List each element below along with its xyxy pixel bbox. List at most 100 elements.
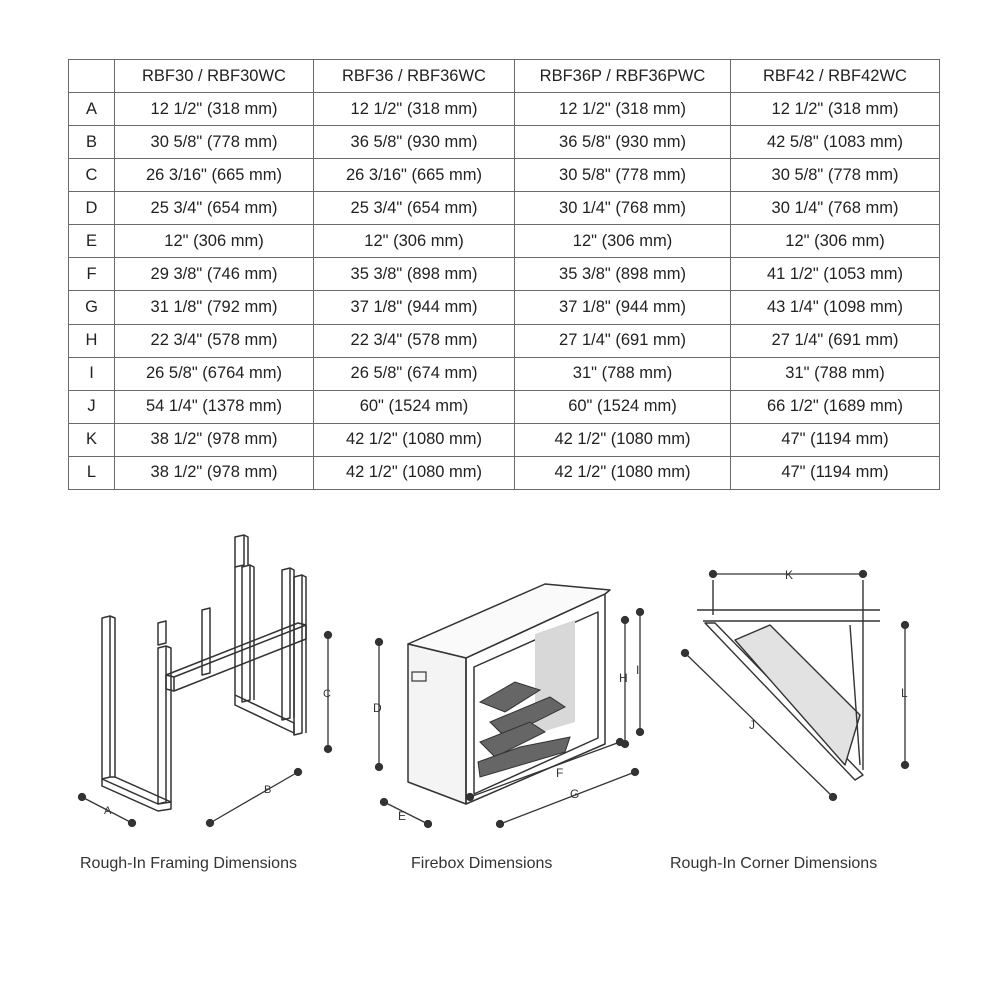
framing-caption: Rough-In Framing Dimensions bbox=[80, 855, 297, 872]
table-cell: 42 1/2" (1080 mm) bbox=[514, 422, 731, 457]
label-f: F bbox=[556, 766, 563, 780]
dimensions-table: RBF30 / RBF30WC RBF36 / RBF36WC RBF36P /… bbox=[68, 59, 940, 491]
table-cell: 12 1/2" (318 mm) bbox=[514, 91, 731, 127]
table-cell: 42 1/2" (1080 mm) bbox=[514, 455, 731, 491]
row-key: A bbox=[68, 91, 115, 127]
table-cell: 12" (306 mm) bbox=[730, 224, 940, 259]
table-cell: 26 3/16" (665 mm) bbox=[313, 158, 515, 193]
table-cell: 31" (788 mm) bbox=[514, 356, 731, 391]
corner-diagram: K L J bbox=[675, 565, 920, 810]
table-cell: 31 1/8" (792 mm) bbox=[114, 290, 314, 325]
label-j: J bbox=[749, 718, 755, 732]
table-cell: 12 1/2" (318 mm) bbox=[313, 91, 515, 127]
row-key: I bbox=[68, 356, 115, 391]
table-cell: 30 5/8" (778 mm) bbox=[514, 158, 731, 193]
table-cell: 26 5/8" (674 mm) bbox=[313, 356, 515, 391]
table-cell: 36 5/8" (930 mm) bbox=[313, 125, 515, 160]
label-b: B bbox=[264, 784, 271, 796]
label-i: I bbox=[636, 663, 639, 677]
label-c: C bbox=[323, 688, 331, 700]
framing-diagram: A B C bbox=[70, 525, 345, 840]
table-header-row: RBF30 / RBF30WC RBF36 / RBF36WC RBF36P /… bbox=[68, 59, 940, 93]
label-a: A bbox=[104, 805, 112, 817]
table-cell: 60" (1524 mm) bbox=[514, 389, 731, 424]
table-cell: 30 1/4" (768 mm) bbox=[514, 191, 731, 226]
table-cell: 38 1/2" (978 mm) bbox=[114, 455, 314, 491]
table-cell: 47" (1194 mm) bbox=[730, 455, 940, 491]
table-cell: 42 5/8" (1083 mm) bbox=[730, 125, 940, 160]
table-cell: 12" (306 mm) bbox=[114, 224, 314, 259]
label-e: E bbox=[398, 809, 406, 823]
label-d: D bbox=[373, 701, 382, 715]
table-cell: 42 1/2" (1080 mm) bbox=[313, 455, 515, 491]
table-cell: 12" (306 mm) bbox=[514, 224, 731, 259]
table-cell: 42 1/2" (1080 mm) bbox=[313, 422, 515, 457]
table-cell: 54 1/4" (1378 mm) bbox=[114, 389, 314, 424]
row-key: E bbox=[68, 224, 115, 259]
table-cell: 38 1/2" (978 mm) bbox=[114, 422, 314, 457]
table-cell: 37 1/8" (944 mm) bbox=[514, 290, 731, 325]
table-cell: 36 5/8" (930 mm) bbox=[514, 125, 731, 160]
row-key: L bbox=[68, 455, 115, 491]
firebox-caption: Firebox Dimensions bbox=[411, 855, 553, 872]
table-cell: 25 3/4" (654 mm) bbox=[114, 191, 314, 226]
framing-drawing: A B C bbox=[77, 534, 333, 828]
table-cell: 26 5/8" (6764 mm) bbox=[114, 356, 314, 391]
table-cell: 27 1/4" (691 mm) bbox=[730, 323, 940, 358]
corner-caption: Rough-In Corner Dimensions bbox=[670, 855, 878, 872]
table-cell: 30 5/8" (778 mm) bbox=[730, 158, 940, 193]
firebox-drawing: D E F G H I bbox=[373, 583, 645, 829]
table-cell: 22 3/4" (578 mm) bbox=[313, 323, 515, 358]
table-cell: 30 1/4" (768 mm) bbox=[730, 191, 940, 226]
table-cell: 26 3/16" (665 mm) bbox=[114, 158, 314, 193]
label-h: H bbox=[619, 671, 628, 685]
table-cell: 47" (1194 mm) bbox=[730, 422, 940, 457]
header-corner-cell bbox=[68, 59, 115, 93]
table-cell: 66 1/2" (1689 mm) bbox=[730, 389, 940, 424]
table-cell: 12" (306 mm) bbox=[313, 224, 515, 259]
label-g: G bbox=[570, 787, 579, 801]
table-cell: 37 1/8" (944 mm) bbox=[313, 290, 515, 325]
table-cell: 29 3/8" (746 mm) bbox=[114, 257, 314, 292]
row-key: C bbox=[68, 158, 115, 193]
column-header: RBF30 / RBF30WC bbox=[114, 59, 314, 93]
table-cell: 31" (788 mm) bbox=[730, 356, 940, 391]
table-cell: 22 3/4" (578 mm) bbox=[114, 323, 314, 358]
table-cell: 27 1/4" (691 mm) bbox=[514, 323, 731, 358]
row-key: K bbox=[68, 422, 115, 457]
table-cell: 60" (1524 mm) bbox=[313, 389, 515, 424]
row-key: B bbox=[68, 125, 115, 160]
table-cell: 12 1/2" (318 mm) bbox=[730, 91, 940, 127]
table-cell: 35 3/8" (898 mm) bbox=[514, 257, 731, 292]
table-cell: 41 1/2" (1053 mm) bbox=[730, 257, 940, 292]
table-cell: 12 1/2" (318 mm) bbox=[114, 91, 314, 127]
column-header: RBF36P / RBF36PWC bbox=[514, 59, 731, 93]
row-key: H bbox=[68, 323, 115, 358]
row-key: F bbox=[68, 257, 115, 292]
row-key: J bbox=[68, 389, 115, 424]
row-key: D bbox=[68, 191, 115, 226]
corner-drawing: K L J bbox=[680, 568, 910, 802]
column-header: RBF42 / RBF42WC bbox=[730, 59, 940, 93]
table-cell: 25 3/4" (654 mm) bbox=[313, 191, 515, 226]
label-k: K bbox=[785, 568, 793, 582]
table-cell: 30 5/8" (778 mm) bbox=[114, 125, 314, 160]
label-l: L bbox=[901, 686, 908, 700]
table-cell: 35 3/8" (898 mm) bbox=[313, 257, 515, 292]
row-key: G bbox=[68, 290, 115, 325]
column-header: RBF36 / RBF36WC bbox=[313, 59, 515, 93]
firebox-diagram: D E F G H I bbox=[370, 572, 650, 832]
table-cell: 43 1/4" (1098 mm) bbox=[730, 290, 940, 325]
